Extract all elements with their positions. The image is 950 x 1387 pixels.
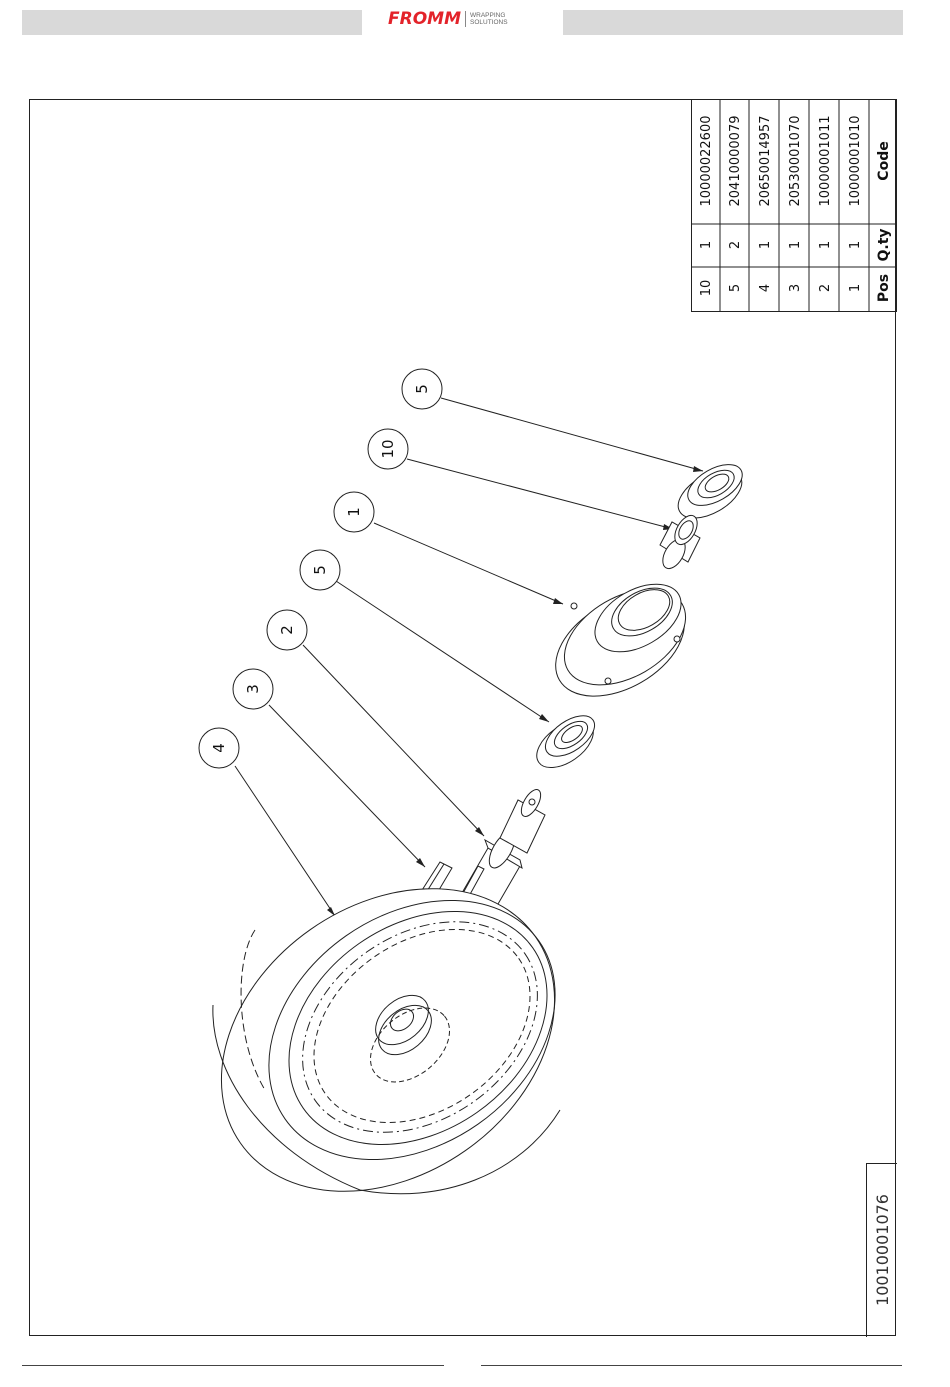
- spacer-bushing: [658, 512, 702, 573]
- footer-rule-left: [22, 1365, 444, 1366]
- bom-qty: 1: [818, 241, 833, 249]
- wheel: [163, 826, 613, 1254]
- leader-line: [374, 523, 563, 604]
- footer-rule-right: [481, 1365, 902, 1366]
- bom-qty: 1: [699, 241, 714, 249]
- bom-pos: 5: [728, 284, 743, 292]
- document-number-svg: 10010001076: [866, 1163, 897, 1337]
- bom-pos: 1: [848, 284, 863, 292]
- bom-table: 10 1 10000022600 5 2 20410000079 4 1 206…: [691, 99, 897, 312]
- leader-line: [235, 766, 335, 916]
- bearing-top: [670, 456, 750, 528]
- balloon-label: 1: [345, 507, 363, 517]
- leader-line: [336, 581, 549, 722]
- balloon-label: 3: [244, 684, 262, 694]
- arrowhead: [553, 598, 563, 604]
- balloon-label: 5: [311, 565, 329, 575]
- bom-qty: 1: [788, 241, 803, 249]
- bom-qty: 1: [758, 241, 773, 249]
- arrowhead: [539, 714, 549, 722]
- document-number: 10010001076: [873, 1194, 892, 1306]
- bom-code: 20530001070: [788, 116, 803, 207]
- balloon-label: 5: [413, 384, 431, 394]
- leader-line: [269, 705, 425, 867]
- bom-header-code: Code: [876, 141, 892, 180]
- bom-pos: 10: [699, 280, 714, 297]
- balloon-label: 4: [210, 743, 228, 753]
- bom-header-pos: Pos: [876, 274, 892, 302]
- flange-housing: [538, 569, 702, 717]
- leader-line: [303, 645, 484, 836]
- balloon-label: 2: [278, 625, 296, 635]
- balloon-label: 10: [379, 439, 397, 458]
- bom-pos: 2: [818, 284, 833, 292]
- bom-code: 10000001011: [818, 116, 833, 207]
- bom-pos: 3: [788, 284, 803, 292]
- bom-code: 10000022600: [699, 116, 714, 207]
- bom-qty: 1: [848, 241, 863, 249]
- bom-code: 10000001010: [848, 116, 863, 207]
- bearing-lower: [528, 708, 601, 777]
- bom-header-qty: Q.ty: [876, 228, 892, 261]
- bom-pos: 4: [758, 284, 773, 292]
- arrowhead: [693, 466, 703, 472]
- bom-qty: 2: [728, 241, 743, 249]
- leader-line: [407, 459, 673, 529]
- leader-line: [441, 398, 703, 471]
- bom-code: 20410000079: [728, 116, 743, 207]
- bom-code: 20650014957: [758, 116, 773, 207]
